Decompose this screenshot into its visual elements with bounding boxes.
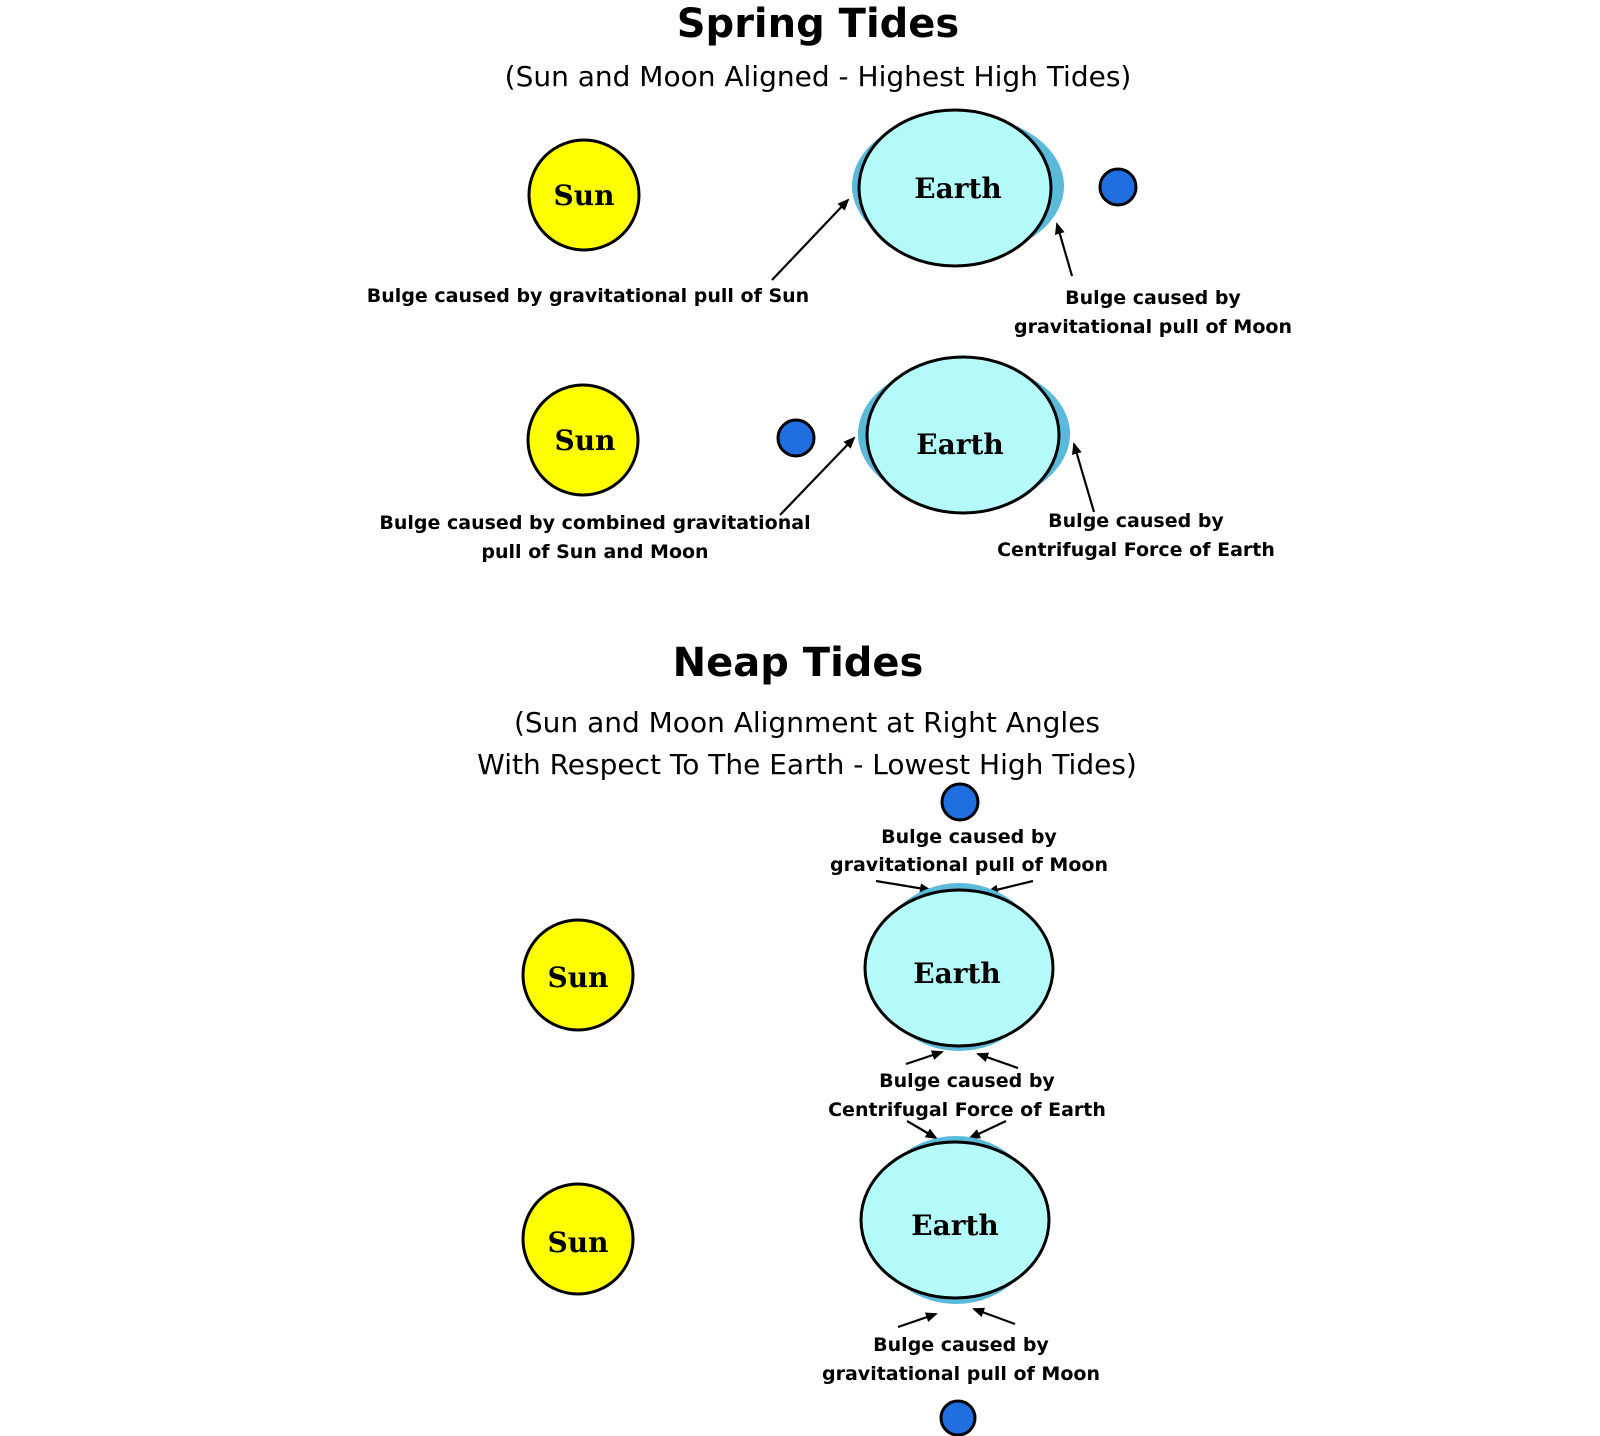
caption-moon-bulge-line1: Bulge caused by [881, 826, 1057, 848]
caption-moon-bulge-line1: Bulge caused by [1065, 287, 1241, 309]
caption-centrifugal-bulge-line2: Centrifugal Force of Earth [997, 539, 1275, 561]
sun [526, 383, 640, 497]
moon [776, 418, 816, 458]
sun-label: Sun [548, 1226, 609, 1259]
earth [859, 1140, 1051, 1300]
caption-moon-bulge-line2: gravitational pull of Moon [822, 1363, 1100, 1385]
caption-centrifugal-bulge-line2: Centrifugal Force of Earth [828, 1099, 1106, 1121]
arrow-combined-bulge [779, 436, 856, 516]
earth-label: Earth [911, 1209, 999, 1242]
caption-combined-bulge-line2: pull of Sun and Moon [481, 541, 708, 563]
caption-moon-bulge-line2: gravitational pull of Moon [1014, 316, 1292, 338]
sun-label: Sun [555, 424, 616, 457]
moon [1098, 167, 1138, 207]
arrow-mid-right [976, 1052, 1019, 1070]
arrow-top-left [875, 879, 932, 894]
arrow-top-left [906, 1120, 938, 1140]
caption-sun-bulge: Bulge caused by gravitational pull of Su… [367, 285, 809, 307]
earth [865, 355, 1061, 515]
spring-panel-2: Sun Earth Bulge caused by combined gravi… [379, 355, 1275, 563]
sun [521, 918, 635, 1032]
sun-label: Sun [548, 961, 609, 994]
spring-tides-subtitle: (Sun and Moon Aligned - Highest High Tid… [505, 60, 1132, 93]
arrow-bottom-left [897, 1312, 938, 1329]
arrow-top-right [968, 1120, 1007, 1139]
earth-label: Earth [916, 428, 1004, 461]
neap-panel-1: Bulge caused by gravitational pull of Mo… [521, 782, 1108, 1121]
moon [940, 782, 980, 822]
arrow-moon-bulge [1054, 222, 1074, 277]
caption-combined-bulge-line1: Bulge caused by combined gravitational [379, 512, 810, 534]
caption-centrifugal-bulge-line1: Bulge caused by [879, 1070, 1055, 1092]
sun [527, 138, 641, 252]
neap-tides-title: Neap Tides [673, 640, 924, 686]
neap-tides-subtitle-line2: With Respect To The Earth - Lowest High … [477, 748, 1137, 781]
earth [857, 108, 1053, 268]
caption-centrifugal-bulge-line1: Bulge caused by [1048, 510, 1224, 532]
spring-tides-title: Spring Tides [677, 1, 959, 47]
spring-panel-1: Sun Earth Bulge caused by gravitational … [367, 108, 1292, 338]
arrow-bottom-right [972, 1307, 1016, 1326]
arrow-mid-left [905, 1050, 944, 1066]
sun [521, 1182, 635, 1296]
earth-label: Earth [914, 172, 1002, 205]
caption-moon-bulge-line2: gravitational pull of Moon [830, 854, 1108, 876]
arrow-top-right [986, 879, 1034, 895]
arrow-centrifugal-bulge [1072, 442, 1096, 513]
moon [939, 1399, 977, 1436]
neap-panel-2: Sun Earth Bulge caused by gravitational … [521, 1120, 1100, 1436]
arrow-sun-bulge [771, 198, 850, 281]
earth [863, 888, 1055, 1048]
neap-tides-subtitle-line1: (Sun and Moon Alignment at Right Angles [514, 706, 1100, 739]
caption-moon-bulge-line1: Bulge caused by [873, 1334, 1049, 1356]
earth-label: Earth [913, 957, 1001, 990]
sun-label: Sun [554, 179, 615, 212]
